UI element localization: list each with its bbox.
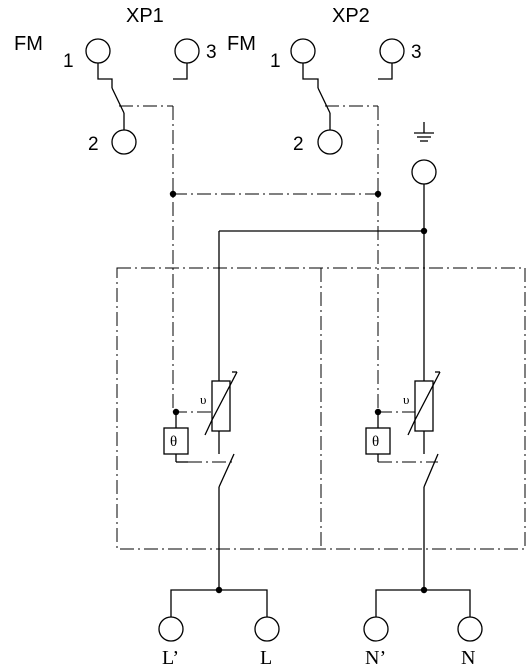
xp2-pin3-label: 3 bbox=[411, 42, 422, 63]
ground-terminal bbox=[411, 159, 437, 185]
thermal-label-left: θ bbox=[170, 434, 177, 450]
xp1-connector bbox=[85, 38, 200, 155]
xp1-label: XP1 bbox=[126, 5, 164, 27]
label-n-prime: N’ bbox=[365, 647, 386, 669]
varistor-label-right: υ bbox=[403, 392, 409, 407]
varistor-icon-left bbox=[204, 371, 238, 436]
xp1-pin1-label: 1 bbox=[63, 51, 74, 72]
terminal-l-prime bbox=[158, 616, 184, 642]
thermal-fuse-icon-right bbox=[365, 408, 438, 463]
terminal-circle-icon bbox=[290, 38, 316, 64]
terminal-circle-icon bbox=[317, 129, 343, 155]
label-l-prime: L’ bbox=[162, 647, 179, 669]
terminal-n-prime bbox=[363, 616, 389, 642]
xp2-label: XP2 bbox=[332, 5, 370, 27]
varistor-label-left: υ bbox=[200, 392, 206, 407]
label-l: L bbox=[260, 647, 272, 669]
xp2-connector bbox=[290, 38, 405, 155]
switch-contact-icon bbox=[423, 453, 439, 488]
junction-dot bbox=[169, 190, 177, 198]
xp1-pin2-label: 2 bbox=[88, 134, 99, 155]
fm-label-right: FM bbox=[227, 33, 256, 55]
terminal-circle-icon bbox=[379, 38, 405, 64]
xp2-pin2-label: 2 bbox=[293, 134, 304, 155]
terminal-circle-icon bbox=[111, 129, 137, 155]
terminal-circle-icon bbox=[85, 38, 111, 64]
thermal-label-right: θ bbox=[372, 434, 379, 450]
switch-contact-icon bbox=[218, 453, 235, 488]
switch-contact-icon bbox=[317, 87, 331, 114]
xp2-pin1-label: 1 bbox=[270, 51, 281, 72]
xp1-pin3-label: 3 bbox=[206, 42, 217, 63]
switch-contact-icon bbox=[111, 87, 125, 114]
varistor-icon-right bbox=[407, 371, 441, 436]
terminal-l bbox=[254, 616, 280, 642]
ground-icon bbox=[414, 122, 434, 142]
thermal-fuse-icon-left bbox=[163, 408, 234, 463]
label-n: N bbox=[461, 647, 475, 669]
fm-label-left: FM bbox=[14, 33, 43, 55]
module-enclosure bbox=[116, 267, 526, 550]
junction-dot bbox=[374, 190, 382, 198]
terminal-circle-icon bbox=[174, 38, 200, 64]
terminal-n bbox=[457, 616, 483, 642]
